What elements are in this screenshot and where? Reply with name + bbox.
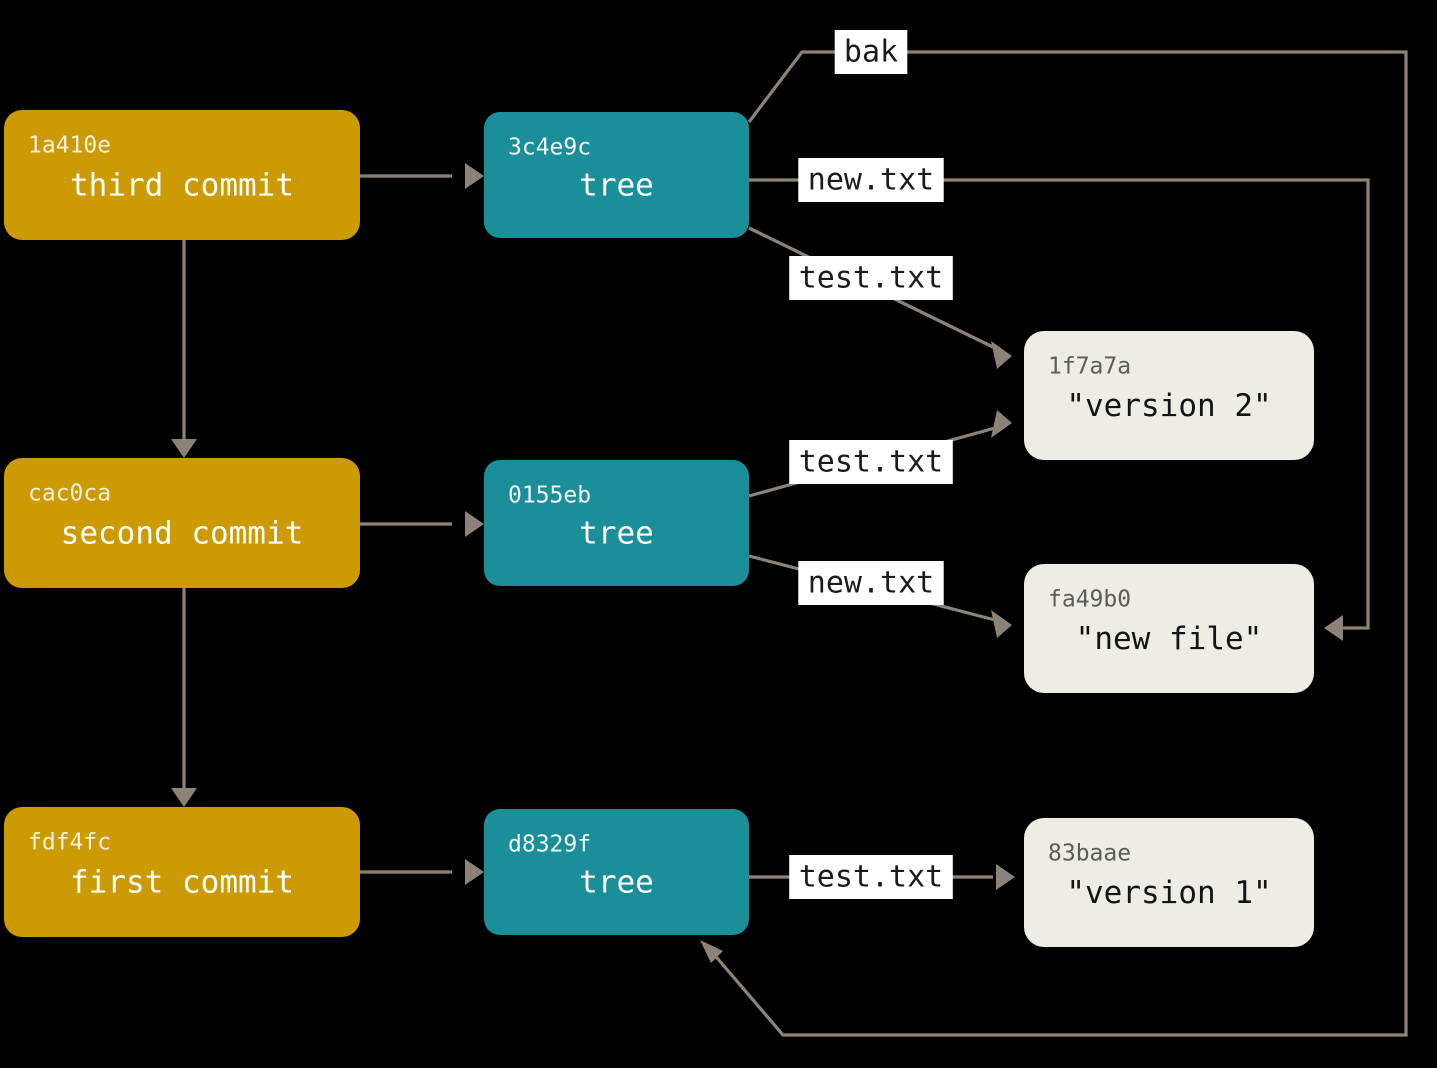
node-hash: 1a410e — [28, 133, 111, 159]
edge-labels-group: bak new.txt test.txt test.txt new.txt test.tx… — [789, 30, 953, 899]
edge-label-background — [798, 561, 944, 605]
edge-label-text: new.txt — [808, 566, 934, 601]
arrowhead-icon — [465, 163, 484, 189]
node-title: "version 1" — [1066, 875, 1271, 911]
arrowhead-icon — [465, 511, 484, 537]
node-hash: fa49b0 — [1048, 587, 1131, 613]
edge-label-text: test.txt — [799, 860, 944, 895]
edge-label-background — [798, 158, 944, 202]
node-hash: 3c4e9c — [508, 135, 591, 161]
arrowhead-icon — [991, 410, 1012, 438]
edge-label-new-txt: new.txt — [798, 561, 944, 605]
edge-label-background — [789, 440, 953, 484]
edges-group — [171, 50, 1408, 1037]
edge-label-text: test.txt — [799, 445, 944, 480]
node-hash: fdf4fc — [28, 830, 111, 856]
node-hash: cac0ca — [28, 481, 111, 507]
arrowhead-icon — [171, 439, 197, 458]
node-title: tree — [579, 168, 654, 204]
edge-line — [749, 178, 1370, 630]
node-background — [484, 460, 749, 586]
arrowhead-icon — [996, 864, 1015, 890]
edge-label-bak: bak — [834, 30, 908, 74]
node-hash: d8329f — [508, 832, 591, 858]
edge-label-test-txt: test.txt — [789, 440, 953, 484]
arrowhead-icon — [465, 859, 484, 885]
edge-label-new-txt: new.txt — [798, 158, 944, 202]
node-commit-1a410e[interactable]: 1a410e third commit — [4, 110, 360, 240]
node-title: tree — [579, 865, 654, 901]
node-background — [4, 458, 360, 588]
arrowhead-icon — [991, 341, 1012, 369]
edge-label-background — [789, 256, 953, 300]
node-hash: 1f7a7a — [1048, 354, 1131, 380]
arrowhead-icon — [700, 940, 723, 963]
edge-label-text: bak — [844, 35, 898, 70]
arrowhead-icon — [171, 788, 197, 807]
edge-label-test-txt: test.txt — [789, 256, 953, 300]
node-title: tree — [579, 516, 654, 552]
node-hash: 0155eb — [508, 483, 591, 509]
edge-label-background — [834, 30, 908, 74]
node-title: "new file" — [1076, 621, 1263, 657]
nodes-group: 1a410e third commit cac0ca second commit fdf… — [4, 110, 1314, 947]
node-tree-d8329f[interactable]: d8329f tree — [484, 809, 749, 935]
edge-label-background — [789, 855, 953, 899]
node-background — [1024, 564, 1314, 693]
node-background — [484, 112, 749, 238]
node-tree-0155eb[interactable]: 0155eb tree — [484, 460, 749, 586]
arrowhead-icon — [991, 610, 1012, 638]
node-title: first commit — [70, 865, 294, 901]
node-commit-fdf4fc[interactable]: fdf4fc first commit — [4, 807, 360, 937]
node-blob-1f7a7a[interactable]: 1f7a7a "version 2" — [1024, 331, 1314, 460]
edge-label-text: test.txt — [799, 261, 944, 296]
edge-line — [710, 50, 1408, 1037]
node-background — [1024, 331, 1314, 460]
node-background — [1024, 818, 1314, 947]
edge-label-text: new.txt — [808, 163, 934, 198]
node-title: "version 2" — [1066, 388, 1271, 424]
node-blob-83baae[interactable]: 83baae "version 1" — [1024, 818, 1314, 947]
arrowhead-icon — [1324, 615, 1343, 641]
node-background — [4, 110, 360, 240]
node-tree-3c4e9c[interactable]: 3c4e9c tree — [484, 112, 749, 238]
node-title: third commit — [70, 168, 294, 204]
node-blob-fa49b0[interactable]: fa49b0 "new file" — [1024, 564, 1314, 693]
node-hash: 83baae — [1048, 841, 1131, 867]
node-title: second commit — [61, 516, 304, 552]
edge-label-test-txt: test.txt — [789, 855, 953, 899]
node-background — [4, 807, 360, 937]
node-commit-cac0ca[interactable]: cac0ca second commit — [4, 458, 360, 588]
node-background — [484, 809, 749, 935]
